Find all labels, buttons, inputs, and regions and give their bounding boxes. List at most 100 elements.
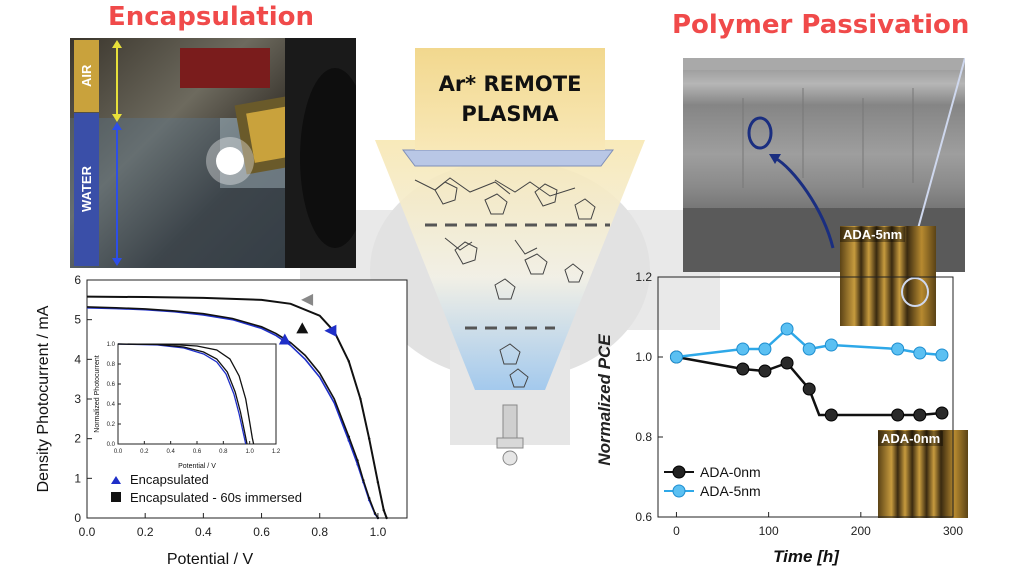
pce-data-point <box>736 362 750 376</box>
jv-direction-marker <box>278 333 291 345</box>
x-tick-label: 0.2 <box>137 525 154 539</box>
legend-marker-ada0 <box>672 465 686 479</box>
pce-data-point <box>935 406 949 420</box>
y-tick-label: 0.0 <box>107 442 116 448</box>
pce-plot-frame <box>657 276 954 518</box>
pce-data-point <box>913 346 927 360</box>
legend-label-ada5: ADA-5nm <box>700 483 761 499</box>
pce-data-point <box>935 348 949 362</box>
jv-point <box>347 360 351 363</box>
pce-data-point <box>824 408 838 422</box>
y-tick-label: 0.8 <box>635 430 652 444</box>
y-tick-label: 0 <box>74 511 81 525</box>
y-tick-label: 0.4 <box>107 402 116 408</box>
level-arrows <box>112 40 122 266</box>
legend-marker-ada5 <box>672 484 686 498</box>
x-tick-label: 1.0 <box>370 525 387 539</box>
jv-point <box>376 516 380 520</box>
y-tick-label: 0.8 <box>107 362 116 368</box>
y-tick-label: 5 <box>74 313 81 327</box>
x-tick-label: 200 <box>851 524 871 538</box>
jv-series-line-1 <box>86 306 379 519</box>
y-tick-label: 1 <box>74 471 81 485</box>
y-tick-label: 0.6 <box>107 382 116 388</box>
legend-label-immersed: Encapsulated - 60s immersed <box>130 490 302 505</box>
y-tick-label: 0.6 <box>635 510 652 524</box>
x-tick-label: 0.4 <box>195 525 212 539</box>
pce-legend: ADA-0nm ADA-5nm <box>664 464 761 499</box>
pce-data-point <box>758 342 772 356</box>
pce-data-point <box>913 408 927 422</box>
pce-data-point <box>802 342 816 356</box>
air-zone-bar: AIR <box>74 40 99 112</box>
x-tick-label: 0.2 <box>140 449 149 455</box>
x-tick-label: 100 <box>759 524 779 538</box>
x-tick-label: 0.8 <box>311 525 328 539</box>
y-tick-label: 1.0 <box>635 350 652 364</box>
plasma-title-line2: PLASMA <box>461 102 559 126</box>
y-tick-label: 2 <box>74 432 81 446</box>
jv-x-axis-label: Potential / V <box>167 551 254 568</box>
jv-point <box>367 437 371 440</box>
inset-series-line-1 <box>117 343 248 445</box>
legend-marker-immersed <box>111 492 121 502</box>
jv-direction-marker <box>296 322 309 334</box>
jv-point <box>382 508 385 512</box>
pce-data-point <box>780 356 794 370</box>
y-tick-label: 1.0 <box>107 342 116 348</box>
jv-direction-marker <box>301 293 314 306</box>
jv-point <box>385 516 388 520</box>
jv-y-axis-label: Density Photocurrent / mA <box>35 305 52 492</box>
jv-point <box>347 435 351 438</box>
x-tick-label: 0.0 <box>114 449 123 455</box>
ada-5nm-label: ADA-5nm <box>840 227 906 242</box>
y-tick-label: 3 <box>74 392 81 406</box>
x-tick-label: 0.4 <box>166 449 175 455</box>
pce-data-point <box>891 408 905 422</box>
y-tick-label: 4 <box>74 352 81 366</box>
inset-series-line-0 <box>117 343 247 445</box>
jv-point <box>376 481 380 484</box>
y-tick-label: 0.2 <box>107 422 116 428</box>
pce-x-axis-label: Time [h] <box>773 547 840 566</box>
legend-label-encapsulated: Encapsulated <box>130 472 209 487</box>
polymer-passivation-heading: Polymer Passivation <box>672 10 970 40</box>
pce-data-point <box>891 342 905 356</box>
jv-legend: Encapsulated Encapsulated - 60s immersed <box>111 472 302 505</box>
pce-series-line-0 <box>676 355 943 417</box>
x-tick-label: 0.0 <box>79 525 96 539</box>
encapsulation-heading: Encapsulation <box>108 2 314 32</box>
pce-data-point <box>758 364 772 378</box>
jv-point <box>367 496 371 500</box>
x-tick-label: 1.0 <box>245 449 254 455</box>
jv-point <box>359 397 362 401</box>
air-label: AIR <box>79 64 94 88</box>
x-tick-label: 0.8 <box>219 449 228 455</box>
inset-x-axis-label: Potential / V <box>178 463 216 470</box>
plasma-funnel-diagram <box>375 140 645 466</box>
y-tick-label: 1.2 <box>635 272 652 284</box>
pce-data-point <box>780 322 794 336</box>
x-tick-label: 1.2 <box>272 449 281 455</box>
plasma-source-box: Ar* REMOTE PLASMA <box>415 48 605 150</box>
pce-data-point <box>824 338 838 352</box>
jv-point <box>356 459 359 462</box>
pce-data-point <box>669 350 683 364</box>
legend-marker-encapsulated <box>111 476 121 484</box>
plasma-title-line1: Ar* REMOTE <box>438 72 582 96</box>
pce-y-axis-label: Normalized PCE <box>595 334 614 466</box>
x-tick-label: 300 <box>943 524 963 538</box>
inset-plot-frame <box>117 343 277 445</box>
ada-5nm-device-photo: ADA-5nm <box>840 226 936 326</box>
legend-label-ada0: ADA-0nm <box>700 464 761 480</box>
water-zone-bar: WATER <box>74 113 99 266</box>
ada-0nm-label: ADA-0nm <box>878 431 944 446</box>
jv-point <box>373 512 377 515</box>
x-tick-label: 0.6 <box>193 449 202 455</box>
jv-point <box>362 479 365 482</box>
inset-series-line-2 <box>117 343 255 445</box>
zoom-circle <box>901 277 929 307</box>
pce-data-point <box>736 342 750 356</box>
